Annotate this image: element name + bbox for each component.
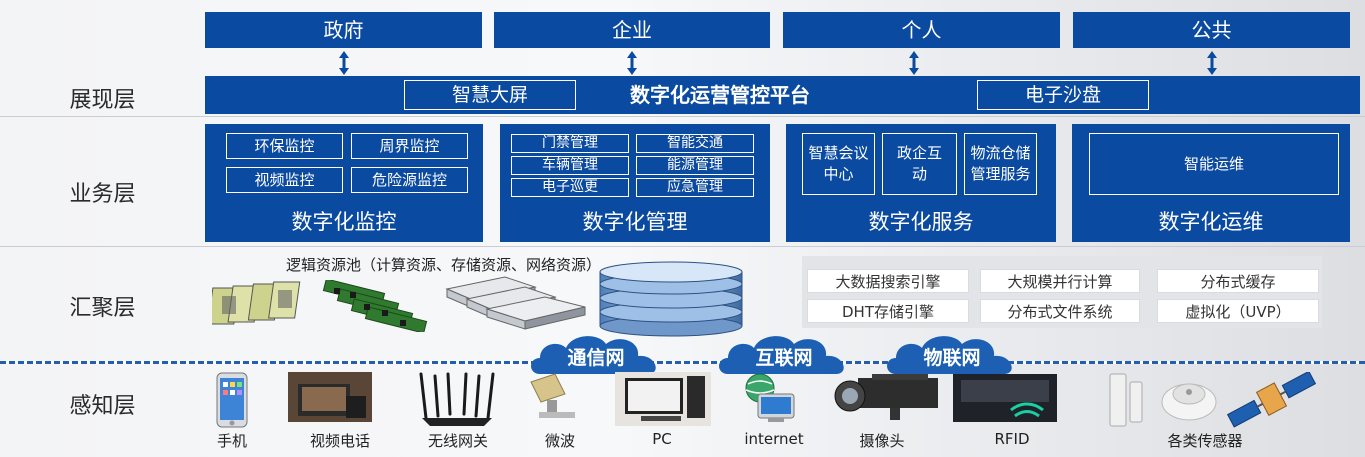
management-item: 应急管理 [636,178,754,197]
cloud-icon [719,336,844,374]
platform-bar [205,76,1360,114]
storage-database-icon [599,261,743,337]
layer-label-business: 业务层 [69,182,136,207]
chip-cards-icon [212,281,301,325]
double-arrow-icon [627,51,637,75]
device-label: 无线网关 [427,432,488,450]
cloud-icon [887,336,1012,374]
entity-government: 政府 [205,12,482,48]
operations-item: 智能运维 [1089,133,1339,195]
management-item: 门禁管理 [511,134,629,153]
platform-title: 数字化运营管控平台 [630,83,810,107]
resource-pool-label: 逻辑资源池（计算资源、存储资源、网络资源） [286,256,602,274]
business-monitoring-title: 数字化监控 [291,210,397,234]
business-service-title: 数字化服务 [868,210,974,234]
rfid-reader-icon [953,374,1057,422]
platform-sand-table: 电子沙盘 [977,80,1149,110]
layer-label-presentation: 展现层 [69,88,136,113]
business-management-title: 数字化管理 [582,210,688,234]
business-management-panel [500,124,770,242]
layer-label-aggregation: 汇聚层 [69,296,136,321]
door-sensor-icon [1109,373,1143,427]
entity-individual: 个人 [783,12,1060,48]
layer-label-perception: 感知层 [69,394,136,419]
engine-item: 大规模并行计算 [980,269,1140,293]
network-label: 物联网 [923,347,981,369]
device-label: 微波 [544,432,575,450]
device-label: 各类传感器 [1167,432,1243,450]
engine-item: 大数据搜索引擎 [807,269,969,293]
platform-smart-screen: 智慧大屏 [404,80,576,110]
service-item: 物流仓储管理服务 [964,133,1037,195]
management-item: 智能交通 [636,134,754,153]
dashed-separator [0,361,1365,364]
device-label: 摄像头 [859,432,905,450]
satellite-icon [1226,372,1317,428]
device-label: 手机 [216,432,247,450]
network-label: 互联网 [755,347,813,369]
entity-enterprise: 企业 [494,12,770,48]
monitoring-item: 危险源监控 [351,167,468,193]
device-label: RFID [994,430,1030,448]
server-stack-icon [445,276,586,330]
smoke-detector-icon [1161,383,1217,421]
engine-item: 虚拟化（UVP） [1157,299,1319,323]
video-phone-icon [288,372,372,422]
monitoring-item: 周界监控 [351,133,468,159]
wireless-gateway-icon [419,372,495,426]
service-item: 政企互动 [882,133,957,195]
business-service-panel [786,124,1056,242]
device-label: 视频电话 [309,432,370,450]
business-operations-title: 数字化运维 [1158,210,1264,234]
double-arrow-icon [339,51,349,75]
smartphone-icon [216,372,248,428]
monitoring-item: 视频监控 [226,167,343,193]
network-label: 通信网 [567,347,625,369]
monitoring-item: 环保监控 [226,133,343,159]
management-item: 能源管理 [636,156,754,175]
microwave-antenna-icon [530,373,575,418]
engine-item: 分布式文件系统 [980,299,1140,323]
internet-globe-icon [745,373,795,422]
pc-icon [615,372,711,426]
business-monitoring-panel [205,124,483,242]
management-item: 电子巡更 [511,178,629,197]
device-label: internet [744,430,804,448]
management-item: 车辆管理 [511,156,629,175]
entity-public: 公共 [1073,12,1350,48]
double-arrow-icon [909,51,919,75]
camera-icon [834,374,938,420]
engine-item: DHT存储引擎 [807,299,969,323]
engine-item: 分布式缓存 [1157,269,1319,293]
divider [0,246,1365,247]
double-arrow-icon [1207,51,1217,75]
service-item: 智慧会议中心 [802,133,875,195]
divider [0,116,1365,117]
business-operations-panel [1072,124,1350,242]
device-label: PC [652,430,672,448]
memory-modules-icon [322,280,428,332]
cloud-icon [531,336,656,374]
